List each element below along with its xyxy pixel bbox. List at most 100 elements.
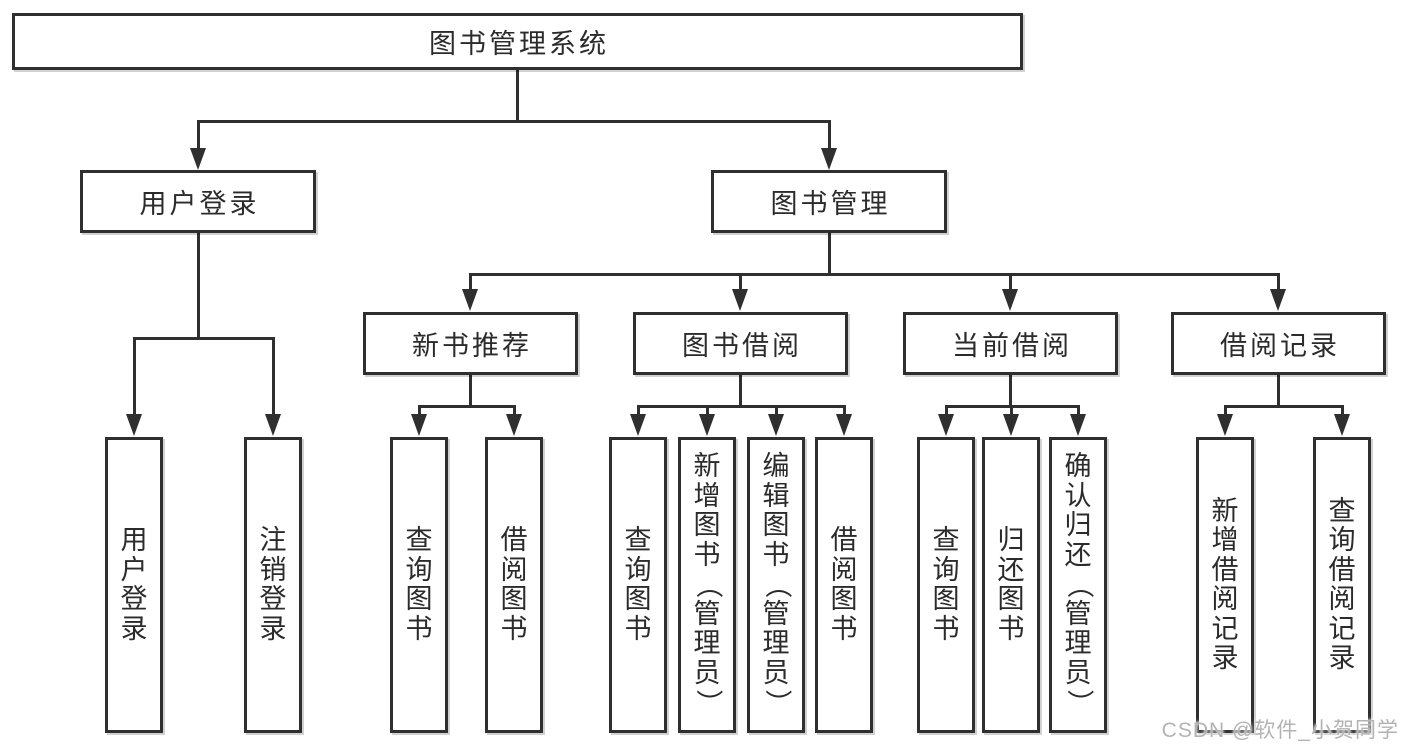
leaf-label-char: （ bbox=[1063, 571, 1094, 599]
leaf-label-char: 认 bbox=[1064, 480, 1092, 511]
node-label: 图书管理 bbox=[770, 189, 891, 219]
leaf-label-char: 理 bbox=[762, 628, 790, 659]
leaf-label-char: 图 bbox=[830, 584, 858, 614]
leaf-label-char: 书 bbox=[405, 613, 433, 644]
leaf-label-char: 阅 bbox=[830, 554, 858, 585]
leaf-label-char: 增 bbox=[1211, 525, 1239, 555]
leaf-label-char: 还 bbox=[997, 554, 1025, 585]
leaf-label-char: 登 bbox=[120, 584, 148, 614]
leaf-label-char: 书 bbox=[997, 613, 1025, 644]
leaf-label-char: 书 bbox=[932, 613, 960, 644]
watermark: CSDN @软件_小贺同学 bbox=[1161, 719, 1399, 742]
leaf-label-char: 借 bbox=[1328, 554, 1356, 585]
node-leaf-book-borrow-0: 查询图书 bbox=[609, 437, 667, 733]
arrowhead-down-icon bbox=[190, 148, 206, 170]
leaf-label-char: 阅 bbox=[1328, 584, 1356, 614]
leaf-label-char: 借 bbox=[500, 525, 528, 555]
node-label: 用户登录 bbox=[139, 189, 260, 219]
leaf-label-char: 员 bbox=[1064, 657, 1092, 688]
node-new-book-recommend: 新书推荐 bbox=[363, 312, 578, 375]
leaf-label-char: 归 bbox=[997, 525, 1025, 555]
leaf-label-char: ） bbox=[1063, 689, 1094, 717]
node-user-login: 用户登录 bbox=[80, 170, 316, 233]
node-library-management-system: 图书管理系统 bbox=[12, 13, 1023, 70]
arrowhead-down-icon bbox=[732, 289, 748, 311]
leaf-label-char: 管 bbox=[1064, 598, 1092, 629]
node-leaf-new-book-recommend-1: 借阅图书 bbox=[485, 437, 543, 733]
connector-line bbox=[1008, 375, 1012, 408]
leaf-label-char: 查 bbox=[1328, 495, 1356, 526]
leaf-label-char: 借 bbox=[830, 525, 858, 555]
leaf-label-char: 图 bbox=[624, 584, 652, 614]
leaf-label-char: 图 bbox=[997, 584, 1025, 614]
connector-line bbox=[738, 273, 742, 291]
leaf-label-char: 查 bbox=[932, 525, 960, 555]
leaf-label-char: 还 bbox=[1064, 539, 1092, 570]
leaf-label-char: 增 bbox=[693, 480, 721, 511]
leaf-label-char: 查 bbox=[405, 525, 433, 555]
connector-line bbox=[1340, 405, 1344, 416]
leaf-label-char: 编 bbox=[762, 451, 790, 482]
node-book-management: 图书管理 bbox=[711, 170, 947, 233]
leaf-label-char: 员 bbox=[693, 657, 721, 688]
leaf-label-char: 询 bbox=[624, 554, 652, 585]
node-label: 新书推荐 bbox=[412, 331, 532, 361]
connector-line bbox=[636, 405, 640, 416]
leaf-label-char: 录 bbox=[1328, 643, 1356, 673]
leaf-label-char: 员 bbox=[762, 657, 790, 688]
leaf-label-char: 理 bbox=[693, 628, 721, 659]
connector-line bbox=[512, 405, 516, 416]
leaf-label-char: 查 bbox=[624, 525, 652, 555]
leaf-label-char: 书 bbox=[762, 539, 790, 570]
root-label: 图书管理系统 bbox=[429, 29, 609, 59]
node-leaf-new-book-recommend-0: 查询图书 bbox=[390, 437, 448, 733]
connector-line bbox=[705, 405, 709, 416]
arrowhead-down-icon bbox=[1217, 414, 1233, 436]
arrowhead-down-icon bbox=[836, 414, 852, 436]
leaf-label-char: 辑 bbox=[762, 480, 790, 511]
leaf-label-char: （ bbox=[761, 571, 792, 599]
leaf-label-char: ） bbox=[761, 689, 792, 717]
arrowhead-down-icon bbox=[821, 148, 837, 170]
leaf-label-char: 图 bbox=[405, 584, 433, 614]
connector-line bbox=[1076, 405, 1080, 416]
leaf-label-char: 记 bbox=[1211, 613, 1239, 644]
leaf-label-char: 新 bbox=[1211, 495, 1239, 526]
leaf-label-char: 录 bbox=[259, 613, 287, 644]
leaf-label-char: ） bbox=[692, 689, 723, 717]
arrowhead-down-icon bbox=[411, 414, 427, 436]
connector-line bbox=[738, 375, 742, 408]
leaf-label-char: 登 bbox=[259, 584, 287, 614]
leaf-label-char: 理 bbox=[1064, 628, 1092, 659]
leaf-label-char: 阅 bbox=[500, 554, 528, 585]
leaf-label-char: 用 bbox=[120, 525, 148, 555]
arrowhead-down-icon bbox=[506, 414, 522, 436]
leaf-label-char: 管 bbox=[693, 598, 721, 629]
connector-line bbox=[417, 405, 421, 416]
leaf-label-char: 确 bbox=[1064, 451, 1092, 482]
leaf-label-char: 新 bbox=[693, 451, 721, 482]
node-label: 当前借阅 bbox=[952, 331, 1072, 361]
leaf-label-char: 书 bbox=[624, 613, 652, 644]
leaf-label-char: 录 bbox=[120, 613, 148, 644]
node-leaf-current-borrow-1: 归还图书 bbox=[982, 437, 1040, 733]
node-borrow-records: 借阅记录 bbox=[1171, 312, 1386, 375]
connector-line bbox=[1223, 405, 1344, 408]
leaf-label-char: 管 bbox=[762, 598, 790, 629]
connector-line bbox=[468, 273, 1280, 276]
node-leaf-borrow-records-0: 新增借阅记录 bbox=[1196, 437, 1254, 733]
leaf-label-char: 书 bbox=[500, 613, 528, 644]
connector-line bbox=[1008, 273, 1012, 291]
leaf-label-char: 图 bbox=[693, 510, 721, 541]
connector-line bbox=[1276, 375, 1280, 408]
leaf-label-char: 图 bbox=[762, 510, 790, 541]
connector-line bbox=[774, 405, 778, 416]
arrowhead-down-icon bbox=[1270, 289, 1286, 311]
leaf-label-char: 阅 bbox=[1211, 584, 1239, 614]
arrowhead-down-icon bbox=[1334, 414, 1350, 436]
leaf-label-char: 询 bbox=[405, 554, 433, 585]
arrowhead-down-icon bbox=[768, 414, 784, 436]
node-book-borrow: 图书借阅 bbox=[633, 312, 848, 375]
connector-line bbox=[827, 233, 831, 276]
node-leaf-user-login-0: 用户登录 bbox=[105, 437, 163, 733]
